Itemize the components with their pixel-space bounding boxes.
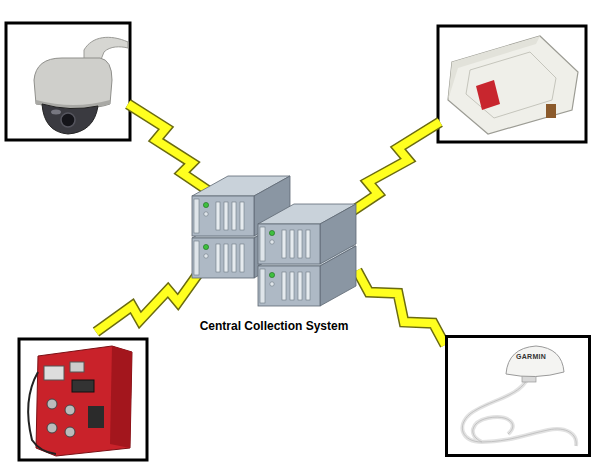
camera-panel — [6, 23, 130, 140]
power-button — [204, 254, 208, 258]
status-led — [203, 202, 208, 207]
server-front — [258, 266, 320, 306]
panel-frame — [438, 26, 586, 142]
drive-bay — [290, 272, 294, 300]
server-side — [320, 204, 356, 264]
drive-bay — [224, 202, 228, 230]
gps-panel: GARMIN — [445, 335, 591, 457]
server-unit — [258, 204, 356, 264]
camera-dome — [42, 104, 98, 134]
drive-bay — [282, 272, 286, 300]
antenna-cable — [462, 378, 576, 446]
drive-bay — [306, 230, 310, 258]
server-handle — [194, 241, 199, 275]
drive-bay — [282, 230, 286, 258]
status-led — [203, 244, 208, 249]
recorder-side — [110, 346, 132, 448]
recorder-port — [88, 406, 104, 428]
drive-bay — [216, 202, 220, 230]
recorder-port — [72, 380, 94, 392]
server-illustration — [185, 165, 363, 335]
drive-bay — [298, 230, 302, 258]
camera-lens — [61, 113, 75, 127]
power-button — [204, 212, 208, 216]
dome-shine — [51, 110, 61, 115]
server-front — [192, 238, 254, 278]
recorder-panel — [19, 339, 147, 460]
drive-bay — [306, 272, 310, 300]
recorder-jack — [65, 405, 75, 415]
lightning-bolt — [96, 260, 208, 332]
drive-bay — [298, 272, 302, 300]
drive-bay — [232, 202, 236, 230]
enclosure-lid — [466, 52, 556, 118]
lightning-bolt — [128, 104, 216, 196]
recorder-jack — [47, 399, 57, 409]
bolt-fill — [357, 270, 445, 345]
recorder-port — [44, 366, 64, 380]
drive-bay — [240, 244, 244, 272]
signal-bolts — [96, 104, 440, 332]
system-caption: Central Collection System — [185, 319, 363, 333]
recorder-jack — [47, 423, 57, 433]
status-led — [269, 272, 274, 277]
cable-shade — [462, 378, 576, 446]
drive-bay — [240, 202, 244, 230]
enclosure-logo — [476, 80, 500, 110]
recorder-handle — [28, 372, 56, 454]
power-button — [270, 240, 274, 244]
server-front — [192, 196, 254, 236]
power-button — [270, 282, 274, 286]
brand-text: GARMIN — [516, 353, 546, 360]
server-handle — [194, 199, 199, 233]
antenna-dome — [506, 346, 564, 377]
panel-frame — [19, 339, 147, 460]
bolt-outline — [357, 270, 445, 345]
drive-bay — [290, 230, 294, 258]
status-led — [269, 230, 274, 235]
drive-bay — [232, 244, 236, 272]
server-stack: Central Collection System — [185, 165, 363, 335]
bolt-outline — [128, 104, 216, 196]
bolt-outline — [96, 260, 208, 332]
server-handle — [260, 227, 265, 261]
enclosure-body — [448, 36, 578, 134]
radio-panel — [438, 26, 586, 142]
server-handle — [260, 269, 265, 303]
recorder-body — [36, 346, 132, 456]
recorder-jack — [65, 427, 75, 437]
lightning-bolt — [357, 270, 445, 345]
drive-bay — [216, 244, 220, 272]
camera-housing — [34, 58, 112, 108]
drive-bay — [224, 244, 228, 272]
panel-frame — [6, 23, 130, 140]
server-front — [258, 224, 320, 264]
enclosure-connector — [546, 104, 556, 118]
recorder-port — [70, 362, 84, 372]
